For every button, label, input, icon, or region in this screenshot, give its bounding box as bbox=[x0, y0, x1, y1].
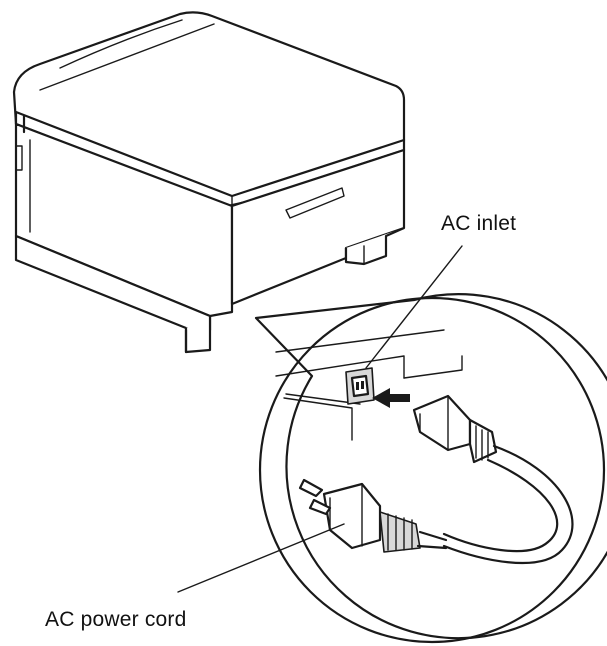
magnified-detail bbox=[254, 293, 607, 644]
ac-power-cord-leader-line bbox=[177, 523, 345, 593]
ac-inlet-leader-line bbox=[365, 245, 463, 369]
connector-plug bbox=[412, 394, 574, 565]
ac-power-cord-label: AC power cord bbox=[45, 608, 187, 631]
ac-inlet-label: AC inlet bbox=[441, 212, 517, 235]
wall-plug bbox=[298, 478, 448, 553]
ac-inlet-panel bbox=[275, 329, 463, 441]
printer bbox=[12, 11, 406, 354]
